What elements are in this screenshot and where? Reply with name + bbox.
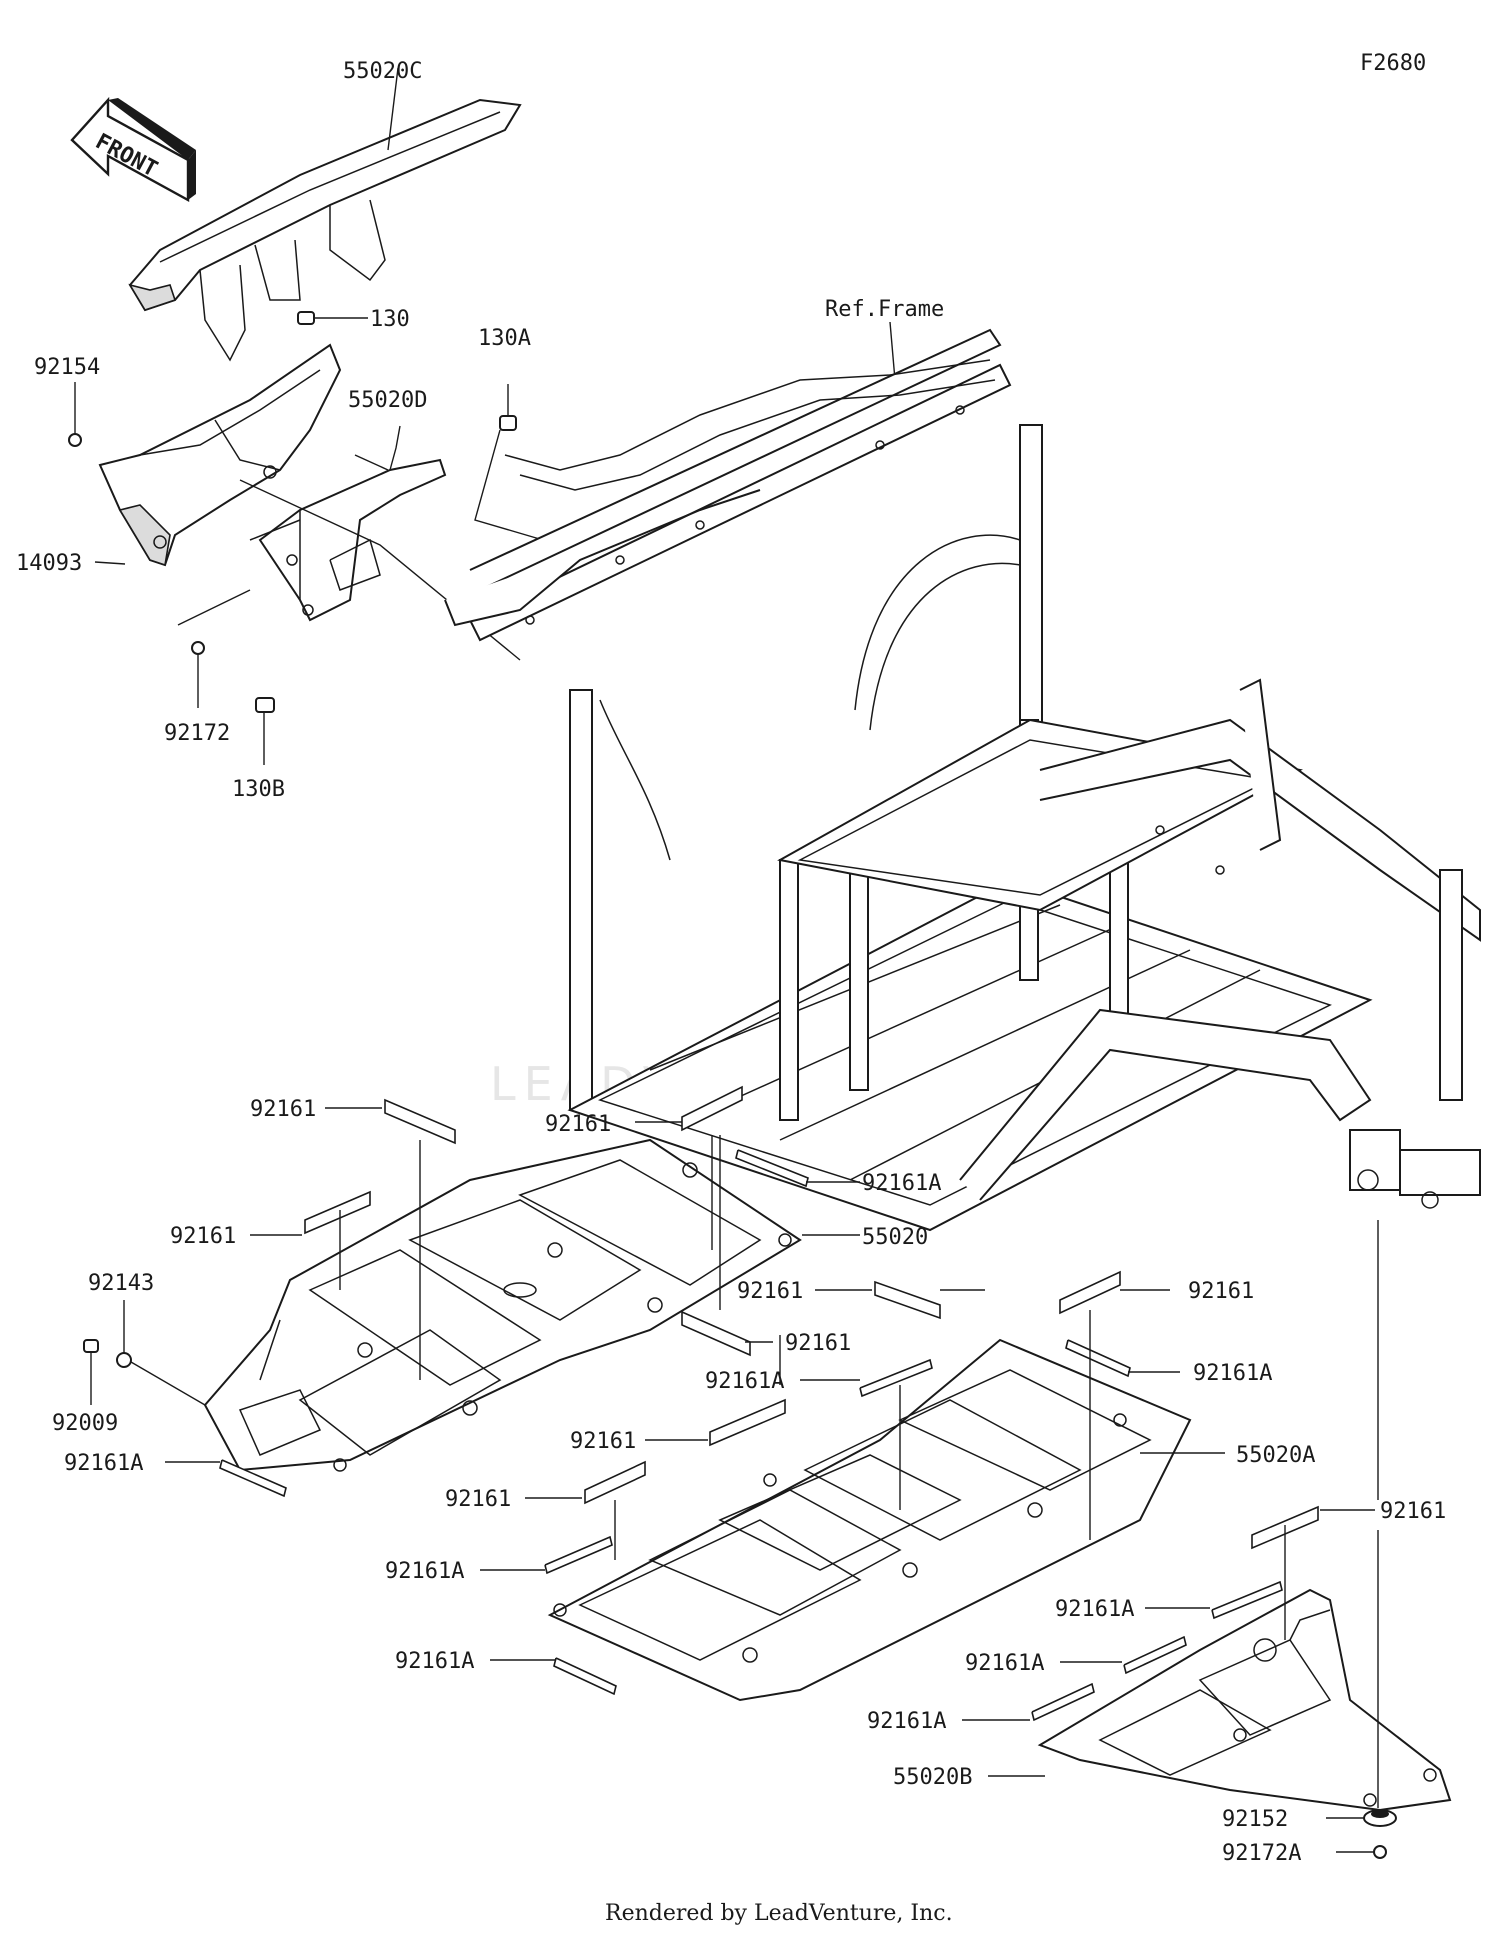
nut-92152-icon: [1326, 1530, 1397, 1827]
label-92161-h: 92161: [445, 1487, 511, 1512]
label-130A: 130A: [478, 326, 531, 351]
flat-strips: [219, 1149, 1283, 1722]
label-92161A-a: 92161A: [862, 1171, 941, 1196]
bracket-55020D: [249, 458, 447, 622]
label-92161A-h: 92161A: [965, 1651, 1044, 1676]
label-130B: 130B: [232, 777, 285, 802]
label-14093: 14093: [16, 551, 82, 576]
label-55020: 55020: [862, 1225, 928, 1250]
label-92161A-c: 92161A: [705, 1369, 784, 1394]
label-92161-g: 92161: [570, 1429, 636, 1454]
bracket-14093: [98, 343, 342, 567]
foam-strips: [304, 1085, 1319, 1550]
label-92143: 92143: [88, 1271, 154, 1296]
skid-plate-55020: [203, 1138, 802, 1472]
front-arrow-icon: FRONT: [70, 96, 196, 203]
label-92161-b: 92161: [545, 1112, 611, 1137]
label-92161A-f: 92161A: [1055, 1597, 1134, 1622]
label-92161-a: 92161: [250, 1097, 316, 1122]
diagram-code: F2680: [1360, 51, 1426, 76]
leader-lines: [165, 1107, 1375, 1777]
bolt-130B-icon: [255, 697, 275, 765]
label-55020B: 55020B: [893, 1765, 972, 1790]
label-92161A-d: 92161A: [1193, 1361, 1272, 1386]
screw-92009-icon: [83, 1339, 99, 1405]
label-55020C: 55020C: [343, 59, 422, 84]
label-92161-d: 92161: [737, 1279, 803, 1304]
label-92152: 92152: [1222, 1807, 1288, 1832]
clip-92172-icon: [191, 641, 205, 708]
bolt-130A-icon: [499, 384, 517, 431]
label-92154: 92154: [34, 355, 100, 380]
label-ref-frame: Ref.Frame: [825, 297, 944, 322]
label-92172: 92172: [164, 721, 230, 746]
label-92009: 92009: [52, 1411, 118, 1436]
label-92161-f: 92161: [785, 1331, 851, 1356]
label-92161-i: 92161: [1380, 1499, 1446, 1524]
label-92172A: 92172A: [1222, 1841, 1301, 1866]
footer-credit: Rendered by LeadVenture, Inc.: [605, 1901, 953, 1926]
label-92161A-g: 92161A: [395, 1649, 474, 1674]
bolt-92172A-icon: [1336, 1845, 1387, 1859]
label-55020D: 55020D: [348, 388, 427, 413]
skid-plate-55020A: [547, 1338, 1192, 1702]
label-55020A: 55020A: [1236, 1443, 1315, 1468]
label-92161A-i: 92161A: [867, 1709, 946, 1734]
part-labels: 55020C 130 130A 92154 55020D 14093 92172…: [16, 59, 1446, 1866]
label-130: 130: [370, 307, 410, 332]
grommet-92143-icon: [116, 1300, 206, 1406]
label-92161-e: 92161: [1188, 1279, 1254, 1304]
bolt-130-icon: [297, 311, 368, 325]
ref-frame: [444, 321, 1481, 1500]
label-92161A-b: 92161A: [64, 1451, 143, 1476]
label-92161A-e: 92161A: [385, 1559, 464, 1584]
screw-92154-icon: [68, 382, 82, 447]
skid-plate-55020B: [1037, 1588, 1452, 1812]
label-92161-c: 92161: [170, 1224, 236, 1249]
front-guard-55020C: [128, 67, 522, 362]
